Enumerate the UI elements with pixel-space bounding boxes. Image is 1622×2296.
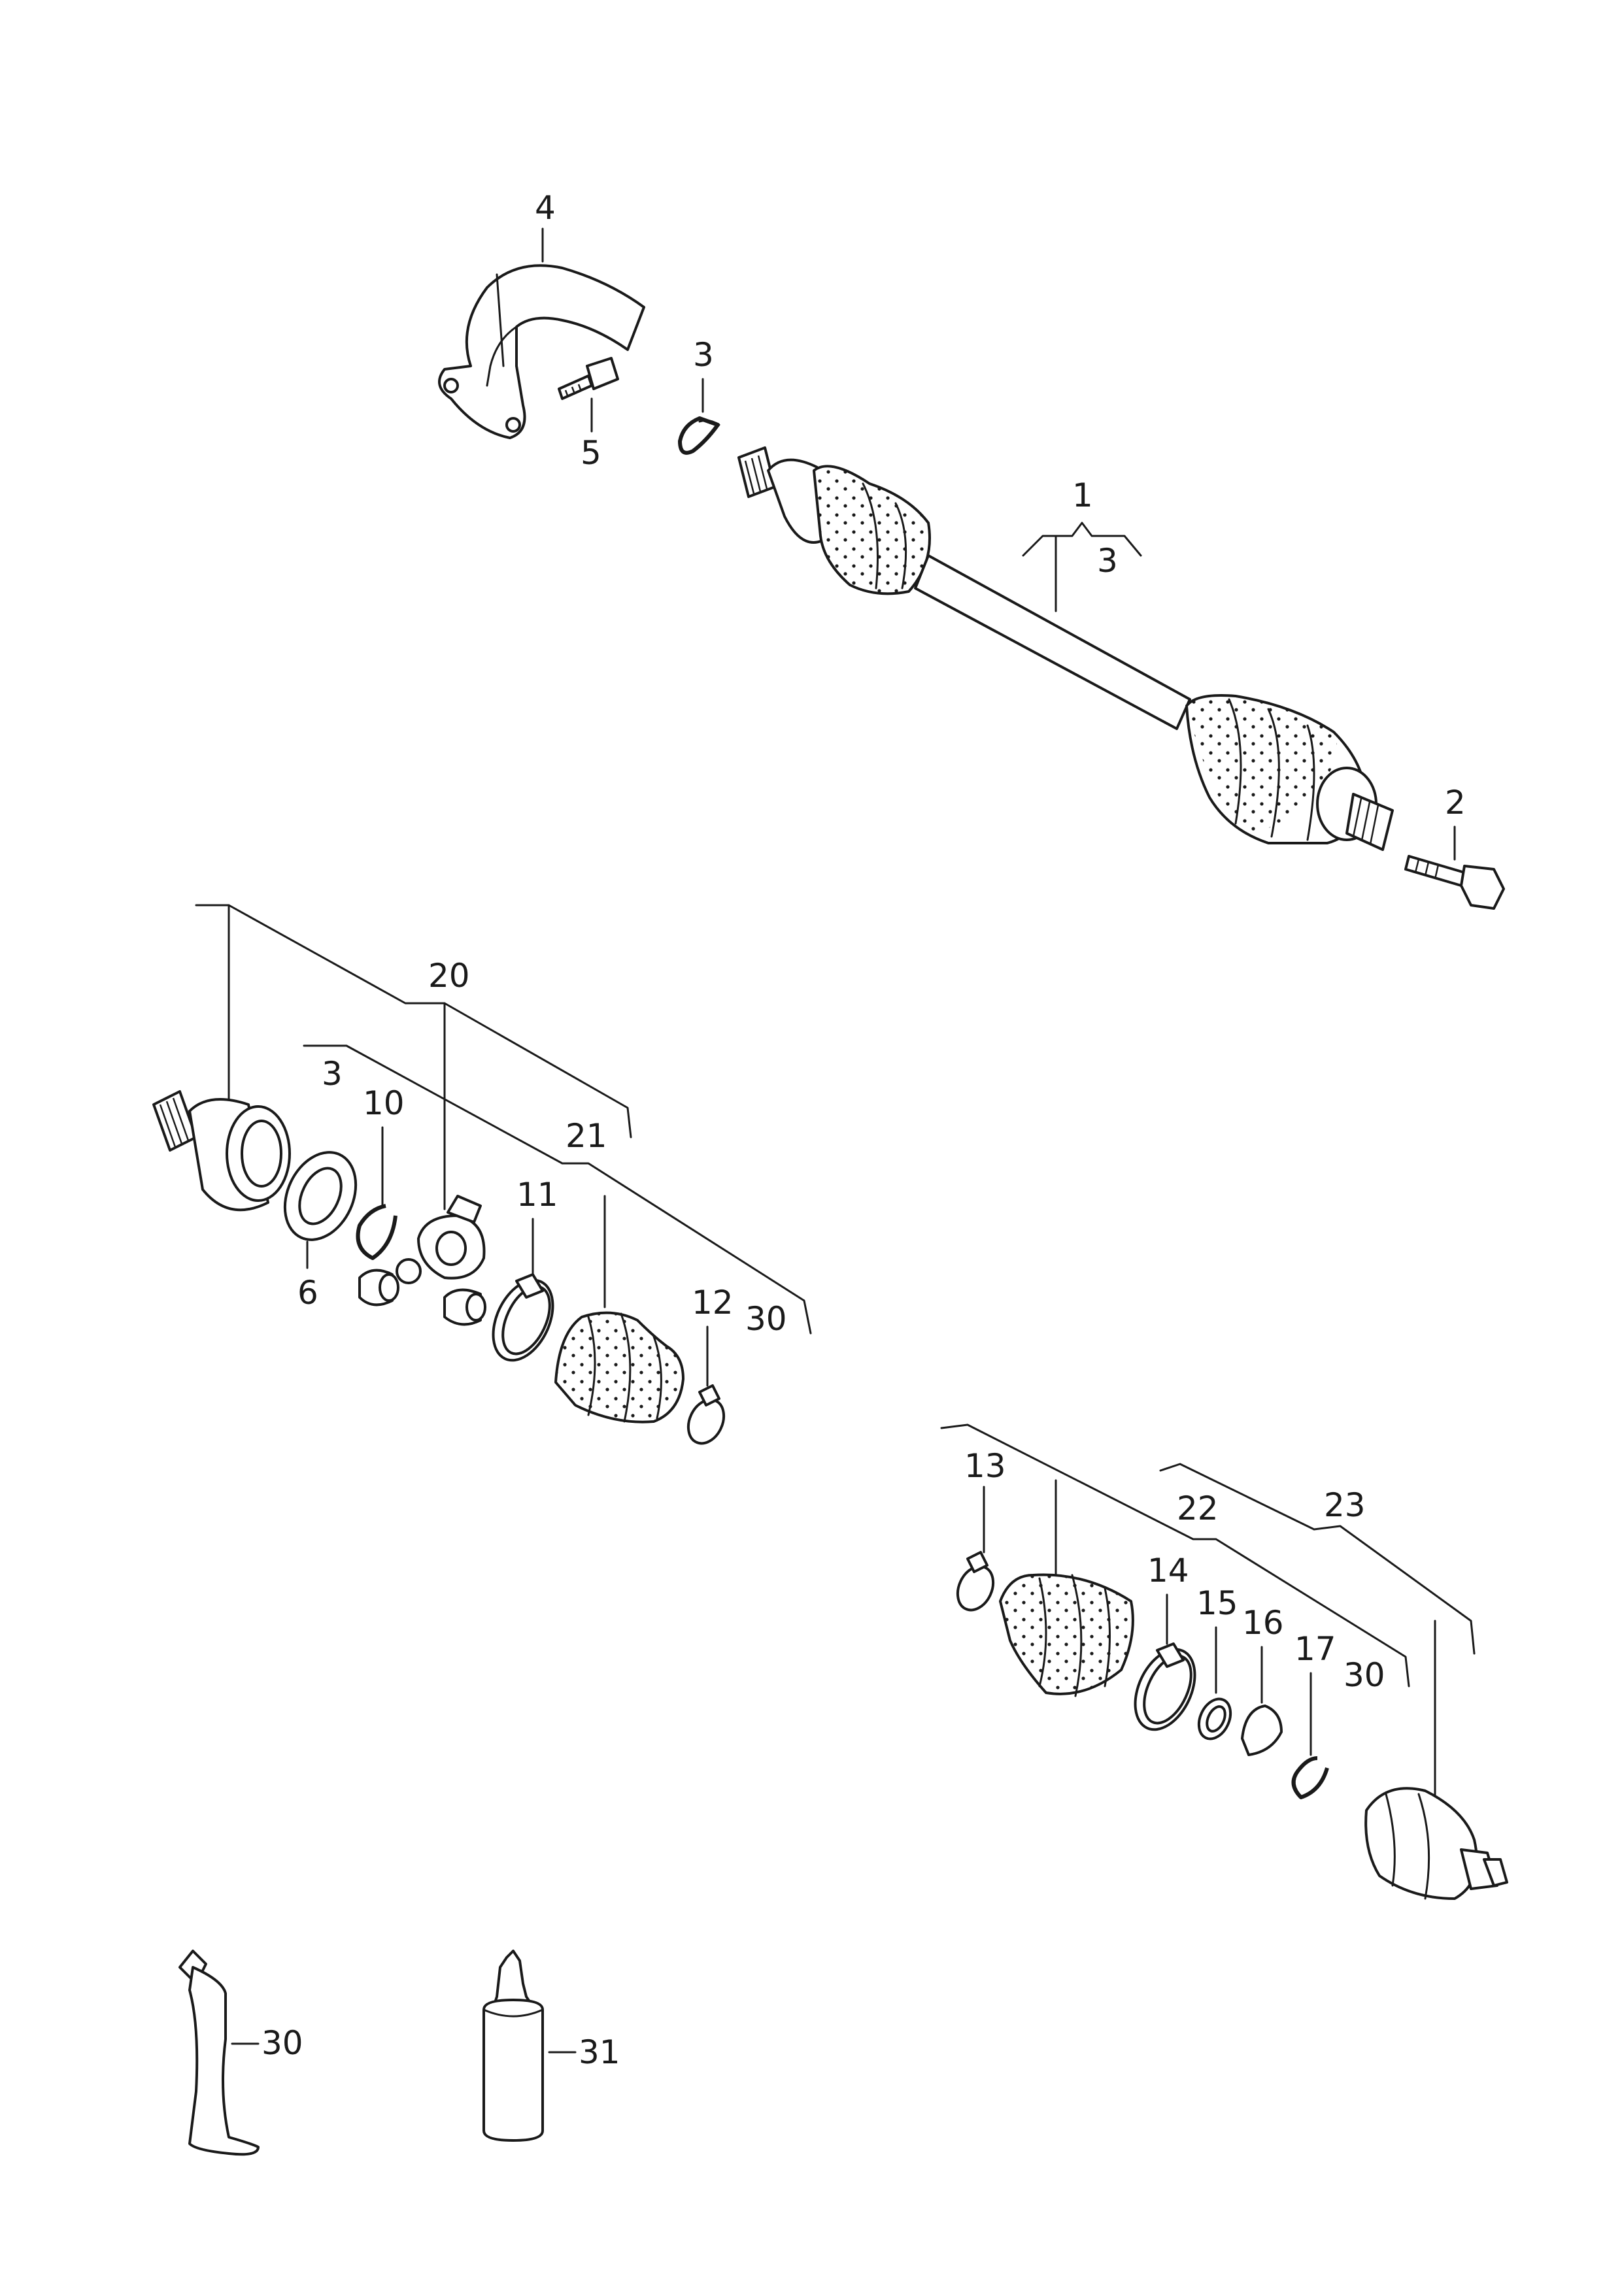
hose-clamp-14 <box>1134 1642 1196 1731</box>
callout-label-31: 31 <box>579 2033 620 2071</box>
hose-clamp-11 <box>492 1273 554 1362</box>
dished-washer <box>1197 1697 1232 1740</box>
callout-label-3-circlip: 3 <box>693 336 714 374</box>
grease-tube <box>178 1950 260 2156</box>
inner-joint-bracket-20: 20 <box>195 904 632 1210</box>
thrust-washer <box>1241 1705 1283 1756</box>
callout-label-2: 2 <box>1445 784 1466 822</box>
inner-joint-housing <box>152 1090 291 1212</box>
callout-label-1: 1 <box>1072 476 1093 514</box>
callout-13: 13 <box>964 1447 1006 1554</box>
callout-17: 17 <box>1294 1630 1336 1756</box>
callout-label-10: 10 <box>363 1084 405 1122</box>
callout-2: 2 <box>1445 784 1466 861</box>
outer-boot <box>999 1573 1134 1697</box>
callout-5: 5 <box>581 397 601 472</box>
outer-joint-bracket-22: 22 30 <box>940 1423 1410 1694</box>
callout-3-circlip: 3 <box>693 336 714 413</box>
callout-label-3-inner: 3 <box>322 1055 343 1093</box>
callout-30-tube: 30 <box>231 2024 303 2062</box>
callout-label-6: 6 <box>297 1274 318 1312</box>
callout-label-20: 20 <box>428 957 470 995</box>
flange-plate <box>283 1151 358 1241</box>
callout-10: 10 <box>363 1084 405 1207</box>
callout-label-14: 14 <box>1147 1552 1189 1589</box>
outer-joint <box>1364 1787 1508 1900</box>
callout-12: 12 <box>692 1284 734 1387</box>
callout-label-17: 17 <box>1294 1630 1336 1668</box>
outer-joint-bracket-23: 23 <box>1159 1463 1476 1805</box>
callout-label-15: 15 <box>1196 1584 1238 1622</box>
inner-joint-bracket-21: 3 21 30 <box>303 1044 812 1338</box>
callout-label-30-outer: 30 <box>1343 1656 1385 1694</box>
callout-label-30-tube: 30 <box>262 2024 303 2062</box>
callout-1-bracket: 1 3 <box>1022 476 1142 612</box>
axle-bolt <box>1404 855 1505 910</box>
circlip-17 <box>1291 1756 1329 1799</box>
inner-boot <box>554 1311 684 1423</box>
callout-11: 11 <box>516 1176 558 1276</box>
callout-label-5: 5 <box>581 434 601 472</box>
shield-bolt <box>558 357 619 400</box>
roller-bearing-right <box>443 1288 486 1326</box>
callout-label-30-inner: 30 <box>745 1300 787 1338</box>
callout-label-16: 16 <box>1242 1604 1284 1642</box>
callout-label-12: 12 <box>692 1284 734 1322</box>
callout-label-3-shaft: 3 <box>1097 542 1118 580</box>
sealant-bottle <box>482 1950 544 2142</box>
circlip-top <box>678 416 720 455</box>
callout-16: 16 <box>1242 1604 1284 1704</box>
callout-label-23: 23 <box>1324 1486 1366 1524</box>
callout-31-bottle: 31 <box>548 2033 620 2071</box>
heat-shield <box>438 264 645 439</box>
callout-14: 14 <box>1147 1552 1189 1645</box>
callout-15: 15 <box>1196 1584 1238 1694</box>
hose-clamp-13 <box>956 1551 995 1612</box>
callout-label-21: 21 <box>566 1117 607 1155</box>
drive-shaft-assembly <box>737 446 1394 851</box>
roller-bearing-left <box>358 1269 399 1306</box>
callout-label-22: 22 <box>1177 1489 1219 1527</box>
tripod-spider <box>396 1195 486 1284</box>
callout-6: 6 <box>297 1240 318 1312</box>
hose-clamp-12 <box>686 1384 726 1445</box>
callout-label-13: 13 <box>964 1447 1006 1485</box>
circlip-10 <box>356 1204 397 1260</box>
callout-label-11: 11 <box>516 1176 558 1214</box>
callout-label-4: 4 <box>535 189 556 227</box>
callout-4: 4 <box>535 189 556 263</box>
